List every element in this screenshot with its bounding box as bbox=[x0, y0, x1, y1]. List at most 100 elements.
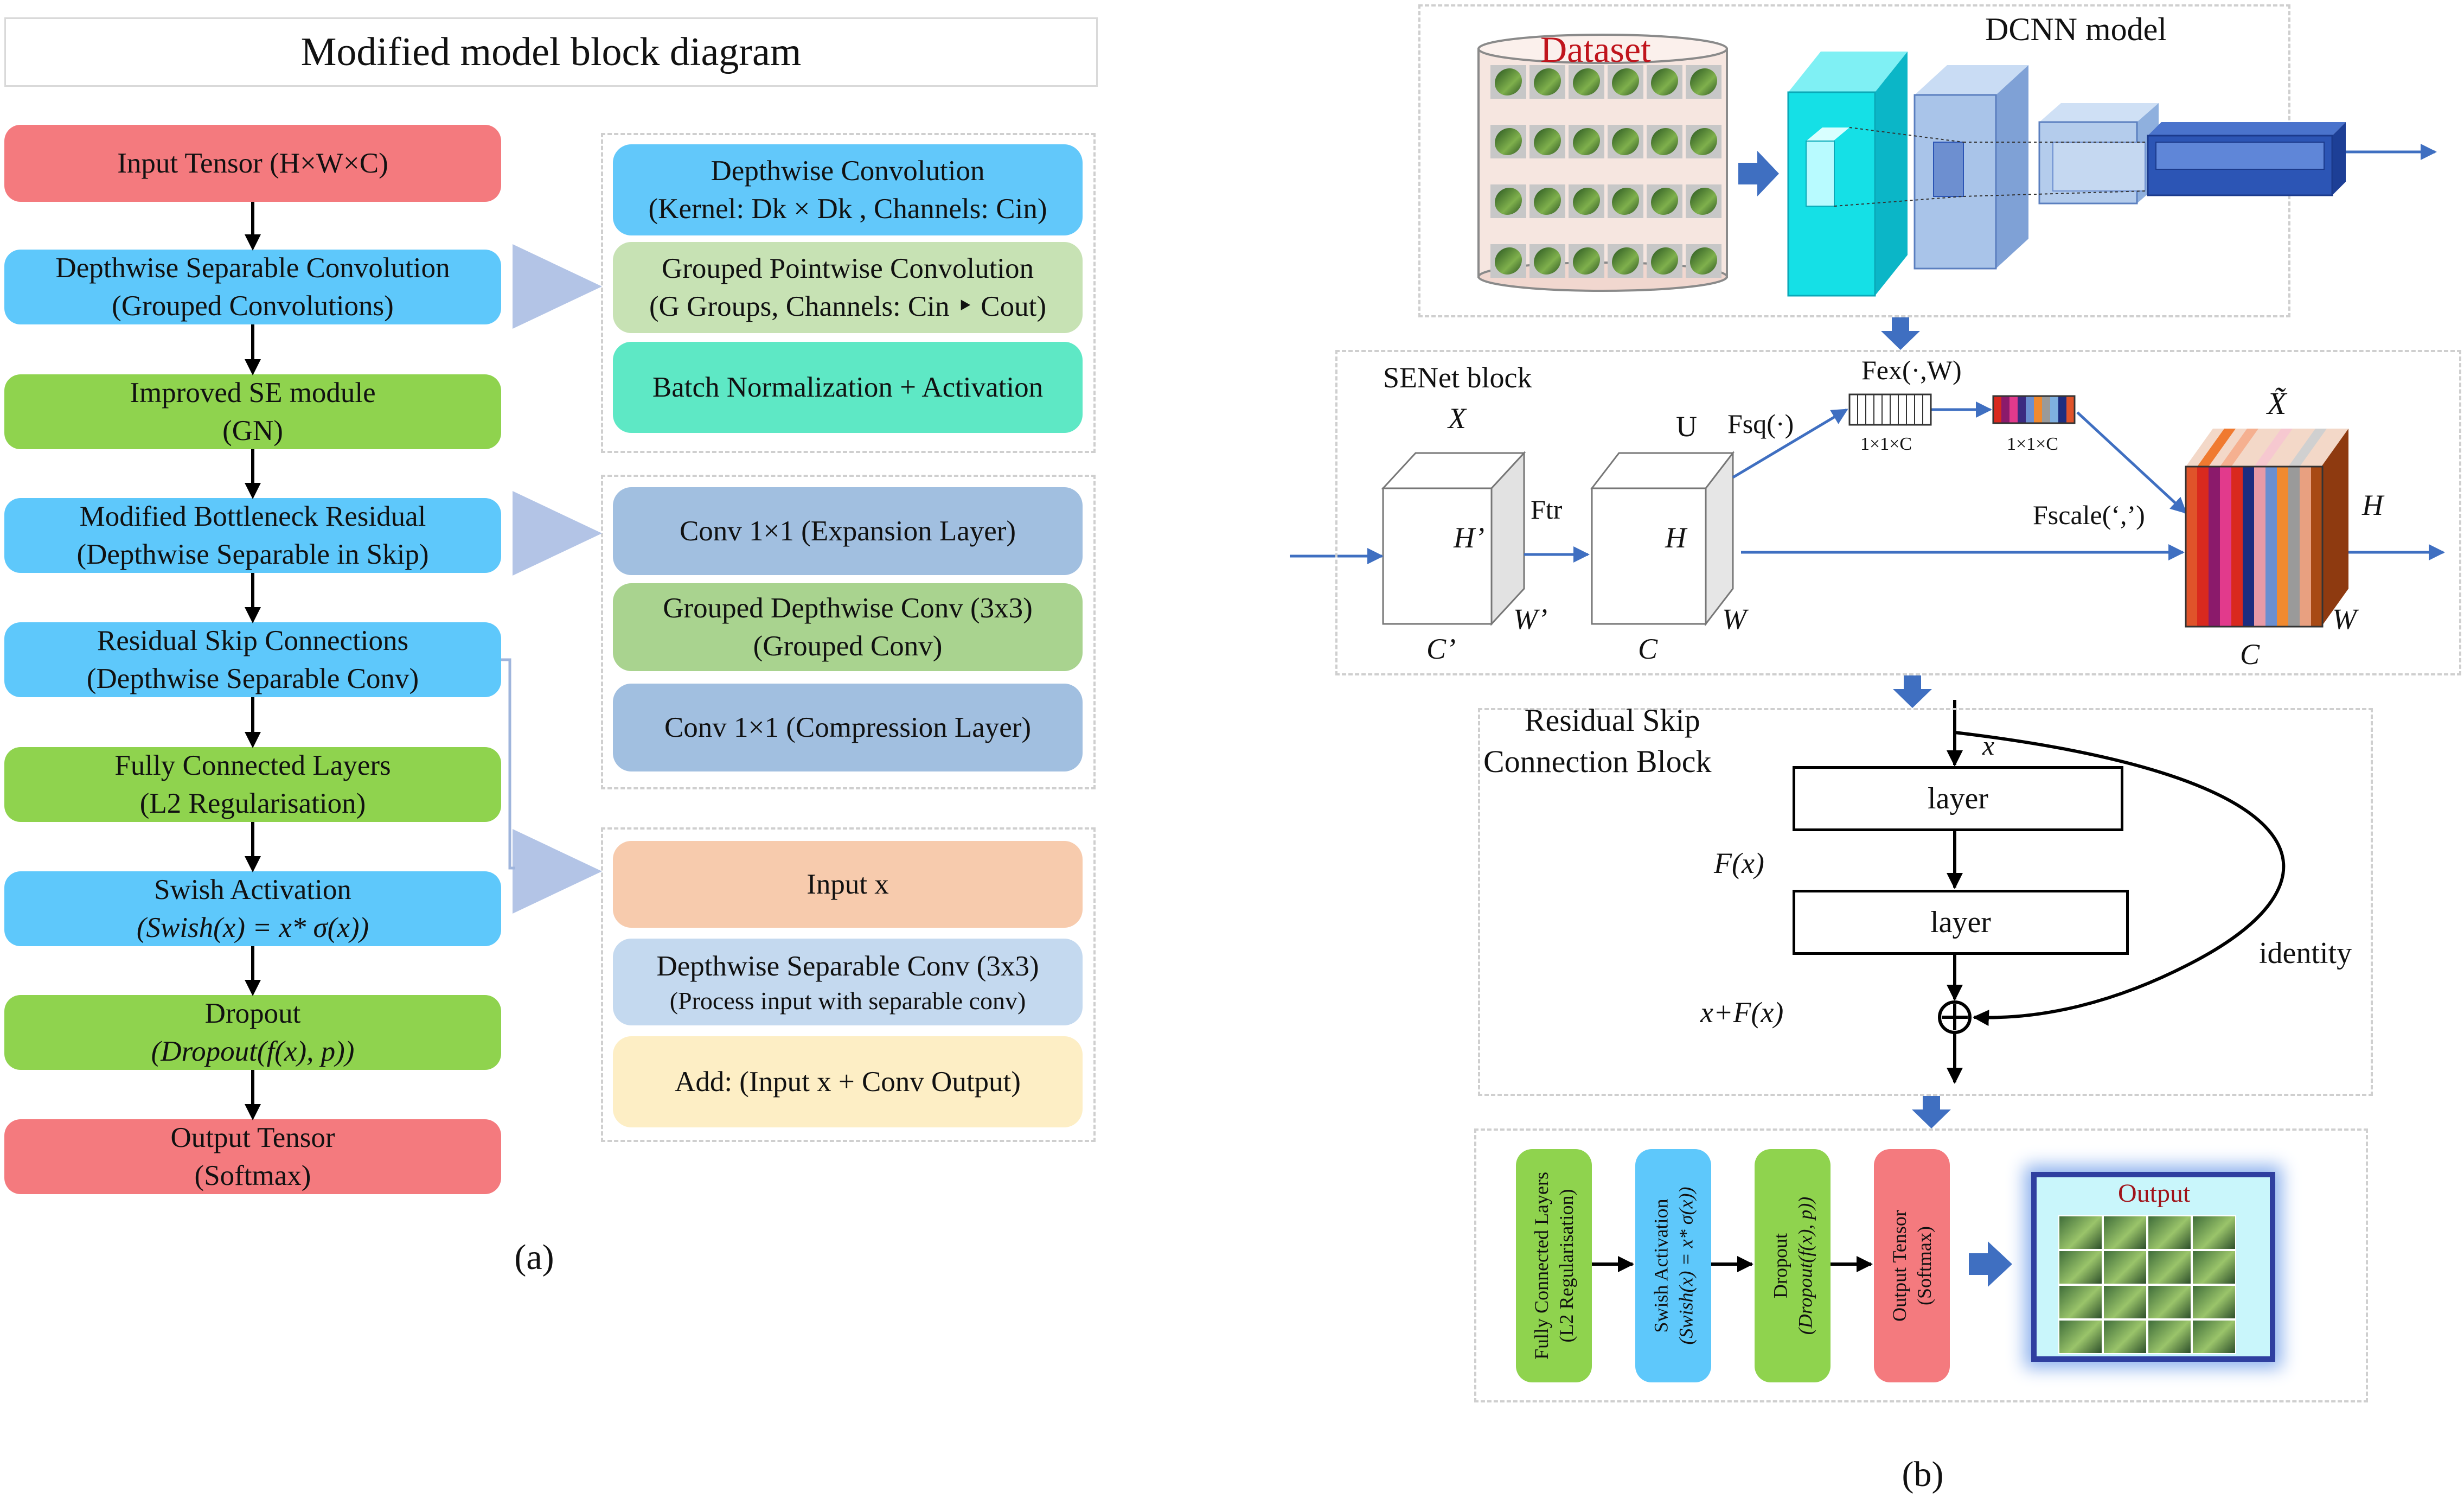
flow-sublabel: (GN) bbox=[222, 415, 283, 447]
residual-identity-label: identity bbox=[2259, 936, 2352, 970]
flow-label: Swish Activation bbox=[154, 874, 351, 905]
final-swish-activation: Swish Activation (Swish(x) = x* σ(x)) bbox=[1635, 1149, 1711, 1382]
callout-triangle-1 bbox=[513, 244, 602, 329]
detail-label: Input x bbox=[807, 869, 889, 900]
final-output-sublabel: (Softmax) bbox=[1913, 1226, 1935, 1305]
output-panel: Output bbox=[2031, 1172, 2275, 1362]
scaled-output-cube bbox=[2185, 429, 2348, 628]
final-fc-sublabel: (L2 Regularisation) bbox=[1556, 1189, 1578, 1343]
dcnn-cubes bbox=[1787, 52, 2346, 297]
detail-label: Grouped Depthwise Conv (3x3) bbox=[663, 592, 1033, 624]
flow-output-tensor: Output Tensor (Softmax) bbox=[4, 1119, 501, 1194]
senet-u-label: U bbox=[1676, 410, 1697, 443]
senet-w: W bbox=[1722, 603, 1746, 635]
senet-u-cube bbox=[1590, 450, 1735, 627]
flow-residual-skip-connections: Residual Skip Connections (Depthwise Sep… bbox=[4, 622, 501, 697]
detail-label: Depthwise Separable Conv (3x3) bbox=[656, 951, 1039, 982]
final-swish-text: Swish Activation (Swish(x) = x* σ(x)) bbox=[1648, 1187, 1698, 1345]
residual-title-line1: Residual Skip bbox=[1524, 703, 1700, 738]
down-arrow-1 bbox=[1881, 317, 1920, 350]
senet-fex: Fex(·,W) bbox=[1861, 355, 1962, 385]
flow-label: Residual Skip Connections bbox=[97, 625, 409, 656]
flow-sublabel: (Depthwise Separable Conv) bbox=[86, 663, 419, 694]
senet-size-2: 1×1×C bbox=[2007, 434, 2059, 454]
final-output-tensor: Output Tensor (Softmax) bbox=[1874, 1149, 1950, 1382]
dataset-cylinder: Dataset bbox=[1475, 29, 1730, 293]
final-output-text: Output Tensor (Softmax) bbox=[1887, 1210, 1937, 1322]
senet-c-prime: C’ bbox=[1426, 633, 1456, 665]
residual-title: Residual Skip Connection Block bbox=[1483, 700, 1711, 782]
dcnn-model-label: DCNN model bbox=[1985, 11, 2167, 47]
callout-triangle-2 bbox=[513, 491, 602, 576]
detail-conv-expansion: Conv 1×1 (Expansion Layer) bbox=[613, 487, 1083, 575]
flow-sublabel: (Swish(x) = x* σ(x)) bbox=[136, 912, 369, 943]
residual-sum-label: x+F(x) bbox=[1700, 996, 1784, 1029]
flow-sublabel: (Grouped Convolutions) bbox=[112, 290, 394, 322]
final-swish-label: Swish Activation bbox=[1650, 1198, 1672, 1333]
flow-label: Output Tensor bbox=[170, 1122, 335, 1153]
senet-scale-arrow bbox=[2076, 411, 2187, 514]
senet-size-1: 1×1×C bbox=[1860, 434, 1912, 454]
dataset-to-dcnn-arrow bbox=[1738, 151, 1779, 196]
detail-label: Depthwise Convolution bbox=[711, 155, 985, 187]
flow-modified-bottleneck-residual: Modified Bottleneck Residual (Depthwise … bbox=[4, 498, 501, 573]
senet-title: SENet block bbox=[1383, 361, 1532, 394]
detail-label: Conv 1×1 (Compression Layer) bbox=[664, 712, 1032, 743]
detail-label: Add: (Input x + Conv Output) bbox=[675, 1066, 1021, 1098]
senet-fscale: Fscale(‘,’) bbox=[2033, 500, 2145, 530]
final-fc-text: Fully Connected Layers (L2 Regularisatio… bbox=[1529, 1172, 1579, 1360]
callout-connector-line bbox=[501, 658, 515, 870]
senet-w-prime: W’ bbox=[1513, 603, 1547, 635]
excitation-vector bbox=[1992, 395, 2076, 424]
detail-sublabel: (Process input with separable conv) bbox=[669, 987, 1026, 1015]
detail-add: Add: (Input x + Conv Output) bbox=[613, 1036, 1083, 1127]
flow-swish-activation: Swish Activation (Swish(x) = x* σ(x)) bbox=[4, 871, 501, 946]
detail-label: Conv 1×1 (Expansion Layer) bbox=[679, 515, 1016, 547]
detail-group-3 bbox=[601, 827, 1096, 1142]
senet-h-prime: H’ bbox=[1454, 521, 1484, 554]
senet-c: C bbox=[1638, 633, 1658, 665]
panel-a-caption: (a) bbox=[514, 1238, 554, 1277]
flow-sublabel: (L2 Regularisation) bbox=[139, 788, 366, 819]
detail-depthwise-convolution: Depthwise Convolution (Kernel: Dk × Dk ,… bbox=[613, 144, 1083, 235]
residual-title-line2: Connection Block bbox=[1483, 744, 1712, 779]
flow-depthwise-separable-conv: Depthwise Separable Convolution (Grouped… bbox=[4, 250, 501, 324]
final-fully-connected: Fully Connected Layers (L2 Regularisatio… bbox=[1516, 1149, 1592, 1382]
residual-layer-1: layer bbox=[1793, 766, 2123, 831]
senet-w-out: W bbox=[2332, 603, 2357, 635]
senet-h-out: H bbox=[2362, 489, 2383, 521]
flow-label: Fully Connected Layers bbox=[114, 750, 391, 781]
detail-conv-compression: Conv 1×1 (Compression Layer) bbox=[613, 684, 1083, 771]
to-output-arrow bbox=[1969, 1241, 2012, 1287]
down-arrow-3 bbox=[1912, 1096, 1951, 1128]
senet-h: H bbox=[1665, 521, 1686, 554]
detail-input-x: Input x bbox=[613, 841, 1083, 928]
detail-sublabel: (G Groups, Channels: Cin ‣ Cout) bbox=[649, 291, 1046, 322]
senet-x-tilde: X̃ bbox=[2267, 386, 2287, 421]
dataset-label: Dataset bbox=[1540, 29, 1651, 70]
detail-label: Batch Normalization + Activation bbox=[652, 372, 1044, 403]
final-section bbox=[1474, 1128, 2368, 1402]
callout-triangle-3 bbox=[513, 829, 602, 914]
final-dropout-sublabel: (Dropout(f(x), p)) bbox=[1794, 1196, 1816, 1335]
senet-section bbox=[1335, 350, 2461, 675]
flow-input-tensor-label: Input Tensor (H×W×C) bbox=[117, 148, 388, 179]
identity-skip-path bbox=[1954, 731, 2286, 1026]
final-dropout: Dropout (Dropout(f(x), p)) bbox=[1755, 1149, 1831, 1382]
senet-squeeze-arrow bbox=[1732, 408, 1848, 479]
residual-x-label: x bbox=[1982, 730, 1995, 761]
detail-group-1 bbox=[601, 133, 1096, 453]
flow-label: Modified Bottleneck Residual bbox=[79, 501, 426, 532]
flow-dropout: Dropout (Dropout(f(x), p)) bbox=[4, 995, 501, 1070]
flow-sublabel: (Dropout(f(x), p)) bbox=[151, 1036, 355, 1067]
detail-group-2 bbox=[601, 475, 1096, 789]
flow-sublabel: (Depthwise Separable in Skip) bbox=[76, 539, 429, 570]
final-dropout-label: Dropout bbox=[1769, 1233, 1791, 1298]
detail-grouped-depthwise-conv: Grouped Depthwise Conv (3x3) (Grouped Co… bbox=[613, 583, 1083, 671]
flow-label: Dropout bbox=[204, 998, 301, 1029]
final-output-label: Output Tensor bbox=[1889, 1210, 1910, 1322]
senet-c-out: C bbox=[2240, 638, 2260, 671]
senet-fsq: Fsq(·) bbox=[1727, 409, 1794, 439]
